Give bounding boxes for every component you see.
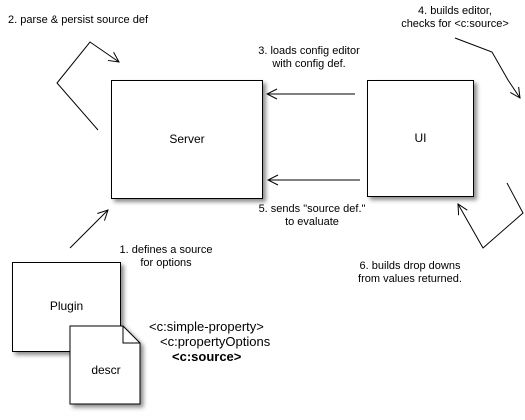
server-box: Server — [111, 80, 263, 199]
step5-label-line2: to evaluate — [285, 216, 339, 228]
step6-label-line2: from values returned. — [358, 273, 462, 285]
step5-label-line1: 5. sends "source def." — [258, 203, 366, 215]
step4-label-line2: checks for <c:source> — [401, 18, 509, 30]
step4-loop-arrow — [454, 37, 520, 98]
step5-label: 5. sends "source def." to evaluate — [250, 203, 374, 229]
step3-label: 3. loads config editor with config def. — [248, 45, 370, 71]
step1-label-line2: for options — [140, 257, 192, 269]
ui-box: UI — [367, 80, 474, 197]
ui-label: UI — [414, 131, 427, 145]
step2-label: 2. parse & persist source def — [8, 14, 149, 26]
xml-line-source: <c:source> — [172, 349, 242, 364]
step2-loop-arrow — [56, 41, 119, 131]
step4-label-line1: 4. builds editor, — [418, 5, 492, 17]
descr-document-icon — [69, 325, 141, 405]
descr-label: descr — [91, 363, 121, 377]
xml-line-property-options: <c:propertyOptions — [160, 334, 271, 349]
step4-label: 4. builds editor, checks for <c:source> — [396, 5, 514, 31]
plugin-label: Plugin — [49, 299, 84, 313]
xml-line-simple-property: <c:simple-property> — [149, 319, 264, 334]
step6-loop-arrow — [458, 182, 524, 249]
step1-label: 1. defines a source for options — [112, 244, 220, 270]
step3-label-line1: 3. loads config editor — [258, 45, 360, 57]
step6-label: 6. builds drop downs from values returne… — [348, 260, 472, 286]
server-label: Server — [169, 132, 205, 146]
step3-label-line2: with config def. — [272, 58, 346, 70]
step1-label-line1: 1. defines a source — [119, 244, 213, 256]
step6-label-line1: 6. builds drop downs — [359, 260, 461, 272]
step1-arrow — [69, 210, 108, 249]
